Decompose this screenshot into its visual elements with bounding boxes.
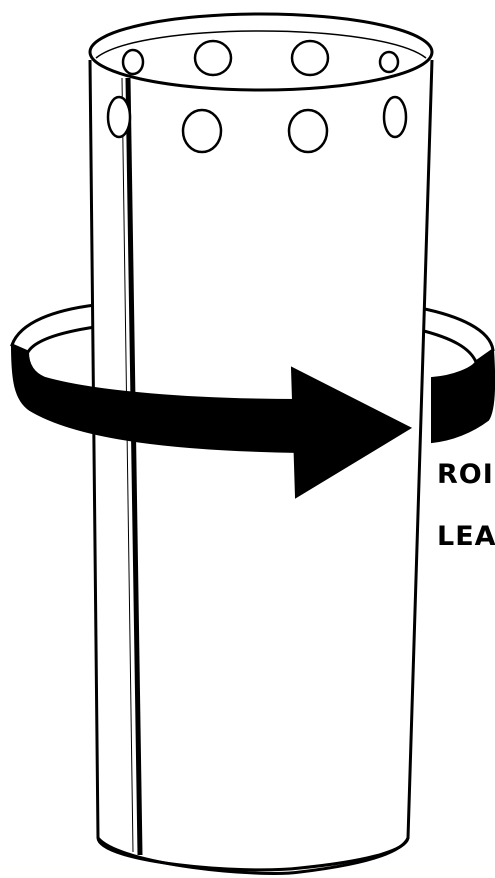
rotation-band-back	[10, 303, 495, 365]
vent-hole	[121, 48, 145, 76]
caption-line-1: ROI	[437, 459, 494, 490]
caption: ROI LEA	[437, 459, 495, 552]
vent-hole	[382, 95, 408, 139]
band-back-left	[10, 303, 97, 354]
cylinder	[88, 12, 434, 875]
vent-hole	[193, 39, 233, 77]
vent-hole	[106, 95, 132, 139]
vent-holes	[106, 39, 408, 154]
cylinder-top-inner	[95, 30, 427, 59]
caption-line-2: LEA	[437, 521, 495, 552]
cylinder-bottom-edge	[96, 836, 410, 875]
vent-hole	[287, 108, 329, 154]
band-back-right	[418, 306, 495, 365]
vent-hole	[378, 50, 400, 74]
vent-hole	[290, 39, 330, 77]
rotation-arrow-icon	[10, 343, 495, 499]
cylinder-seam	[125, 77, 143, 856]
rotation-arrow-head	[290, 366, 413, 499]
cylinder-top-rim	[88, 12, 434, 92]
cylinder-body	[88, 59, 434, 872]
vent-hole	[181, 108, 223, 154]
rotation-band-right	[431, 348, 495, 444]
cylinder-seam-edge	[121, 77, 134, 853]
